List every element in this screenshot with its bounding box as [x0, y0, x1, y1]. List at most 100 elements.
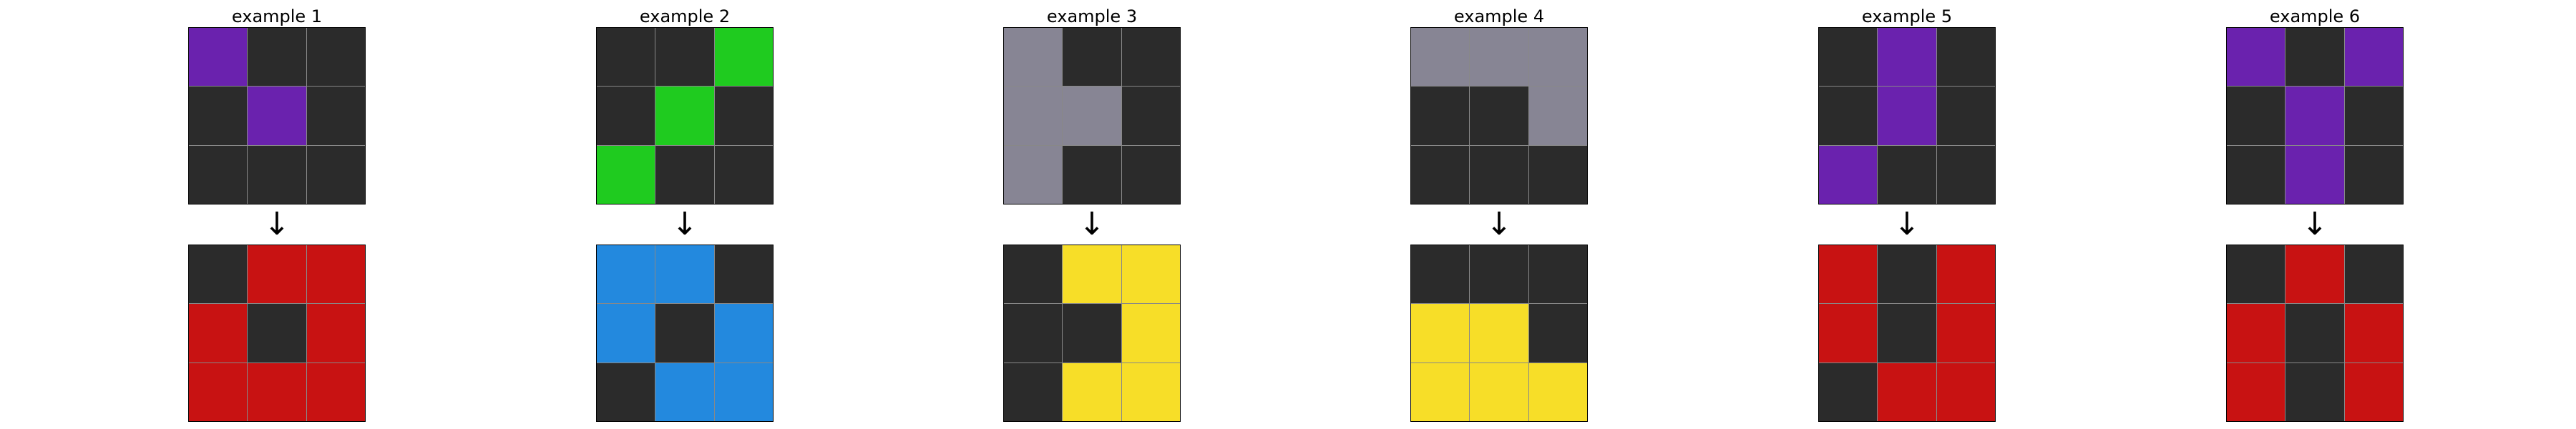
input-grid — [1410, 27, 1588, 204]
input-cell-r2-c0 — [189, 145, 248, 204]
output-cell-r0-c1 — [1063, 245, 1121, 304]
input-cell-r0-c2 — [1528, 28, 1587, 87]
example-panel-1: example 1 ↓ — [188, 0, 366, 429]
input-cell-r1-c0 — [1411, 87, 1470, 145]
input-cell-r2-c2 — [306, 145, 365, 204]
output-cell-r1-c0 — [1004, 304, 1063, 363]
example-title: example 4 — [1453, 6, 1545, 26]
output-cell-r0-c2 — [1528, 245, 1587, 304]
input-cell-r1-c2 — [1528, 87, 1587, 145]
output-cell-r1-c0 — [2227, 304, 2285, 363]
output-cell-r2-c2 — [1121, 363, 1180, 421]
output-cell-r0-c2 — [714, 245, 773, 304]
output-cell-r0-c2 — [306, 245, 365, 304]
output-cell-r2-c0 — [189, 363, 248, 421]
output-cell-r0-c2 — [2344, 245, 2403, 304]
output-cell-r0-c0 — [597, 245, 655, 304]
input-cell-r1-c2 — [1121, 87, 1180, 145]
transform-arrow-icon: ↓ — [1078, 206, 1106, 242]
output-grid — [596, 245, 774, 422]
example-panel-6: example 6↓ — [2226, 0, 2404, 429]
input-cell-r1-c1 — [1063, 87, 1121, 145]
output-cell-r1-c1 — [1063, 304, 1121, 363]
input-cell-r2-c0 — [2227, 145, 2285, 204]
output-cell-r2-c1 — [248, 363, 306, 421]
input-cell-r2-c1 — [248, 145, 306, 204]
transform-arrow-icon: ↓ — [1485, 206, 1513, 242]
output-cell-r1-c2 — [1936, 304, 1995, 363]
input-grid — [1818, 27, 1996, 204]
example-panel-3: example 3↓ — [1003, 0, 1181, 429]
output-grid — [188, 245, 366, 422]
output-cell-r2-c0 — [1004, 363, 1063, 421]
output-cell-r1-c1 — [1878, 304, 1936, 363]
input-cell-r0-c2 — [1121, 28, 1180, 87]
input-cell-r0-c0 — [2227, 28, 2285, 87]
example-title: example 2 — [639, 6, 731, 26]
input-cell-r2-c0 — [1004, 145, 1063, 204]
input-cell-r2-c0 — [1819, 145, 1878, 204]
input-grid — [2226, 27, 2404, 204]
output-cell-r0-c0 — [1819, 245, 1878, 304]
input-cell-r1-c1 — [1470, 87, 1528, 145]
input-cell-r1-c1 — [2285, 87, 2344, 145]
transform-arrow-icon: ↓ — [263, 206, 291, 242]
input-cell-r1-c2 — [2344, 87, 2403, 145]
output-cell-r0-c1 — [248, 245, 306, 304]
input-cell-r1-c0 — [2227, 87, 2285, 145]
example-title: example 1 — [231, 6, 323, 26]
input-cell-r0-c1 — [2285, 28, 2344, 87]
output-cell-r0-c2 — [1121, 245, 1180, 304]
output-cell-r2-c2 — [306, 363, 365, 421]
input-cell-r2-c2 — [1121, 145, 1180, 204]
input-cell-r0-c1 — [655, 28, 714, 87]
input-cell-r2-c2 — [1528, 145, 1587, 204]
output-cell-r0-c1 — [1470, 245, 1528, 304]
input-cell-r0-c2 — [1936, 28, 1995, 87]
example-panel-2: example 2↓ — [596, 0, 774, 429]
output-cell-r0-c1 — [2285, 245, 2344, 304]
output-cell-r0-c1 — [655, 245, 714, 304]
input-cell-r2-c1 — [655, 145, 714, 204]
output-cell-r0-c2 — [1936, 245, 1995, 304]
output-cell-r2-c2 — [2344, 363, 2403, 421]
output-cell-r1-c2 — [1528, 304, 1587, 363]
input-cell-r2-c1 — [2285, 145, 2344, 204]
output-cell-r1-c0 — [1411, 304, 1470, 363]
output-cell-r1-c1 — [655, 304, 714, 363]
input-cell-r0-c0 — [1819, 28, 1878, 87]
input-cell-r0-c2 — [2344, 28, 2403, 87]
input-cell-r2-c0 — [597, 145, 655, 204]
output-cell-r0-c0 — [189, 245, 248, 304]
output-cell-r1-c0 — [189, 304, 248, 363]
input-cell-r1-c2 — [306, 87, 365, 145]
output-cell-r2-c1 — [1470, 363, 1528, 421]
output-cell-r1-c1 — [1470, 304, 1528, 363]
output-cell-r2-c1 — [655, 363, 714, 421]
input-cell-r1-c0 — [597, 87, 655, 145]
output-cell-r2-c0 — [2227, 363, 2285, 421]
input-cell-r0-c2 — [714, 28, 773, 87]
output-cell-r2-c2 — [1936, 363, 1995, 421]
input-cell-r1-c1 — [655, 87, 714, 145]
output-cell-r2-c2 — [714, 363, 773, 421]
output-cell-r2-c1 — [1878, 363, 1936, 421]
input-cell-r0-c0 — [597, 28, 655, 87]
output-cell-r2-c2 — [1528, 363, 1587, 421]
input-cell-r1-c2 — [714, 87, 773, 145]
input-cell-r1-c0 — [1819, 87, 1878, 145]
output-cell-r2-c0 — [1411, 363, 1470, 421]
output-cell-r1-c1 — [2285, 304, 2344, 363]
input-grid — [188, 27, 366, 204]
input-cell-r0-c2 — [306, 28, 365, 87]
input-grid — [596, 27, 774, 204]
output-grid — [2226, 245, 2404, 422]
output-cell-r1-c0 — [597, 304, 655, 363]
input-cell-r1-c2 — [1936, 87, 1995, 145]
output-cell-r0-c0 — [1411, 245, 1470, 304]
input-cell-r1-c1 — [1878, 87, 1936, 145]
input-cell-r0-c1 — [1470, 28, 1528, 87]
output-grid — [1818, 245, 1996, 422]
transform-arrow-icon: ↓ — [1893, 206, 1921, 242]
